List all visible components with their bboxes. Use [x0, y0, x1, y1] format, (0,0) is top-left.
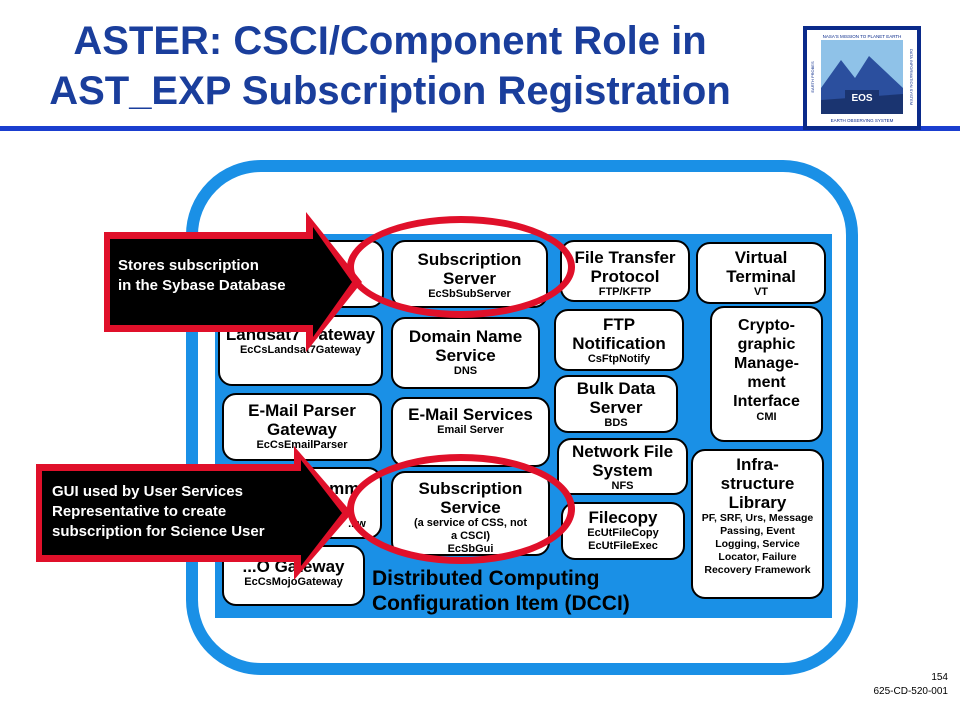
highlight-ring-subscription-service — [347, 454, 575, 564]
logo-top-text: NASA'S MISSION TO PLANET EARTH — [823, 34, 902, 39]
page-number: 154 — [931, 672, 948, 683]
callout-bottom-line1: GUI used by User Services — [52, 483, 243, 500]
logo-left-text: EARTH PROBES — [810, 61, 815, 93]
component-cryptographic-management-interface: Crypto-graphic Manage-ment Interface CMI — [710, 306, 823, 442]
component-ftp-notification: FTP Notification CsFtpNotify — [554, 309, 684, 371]
callout-bottom-line3: subscription for Science User — [52, 523, 265, 540]
component-domain-name-service: Domain Name Service DNS — [391, 317, 540, 389]
callout-arrow-shape — [104, 212, 362, 352]
component-email-parser-gateway: E-Mail Parser Gateway EcCsEmailParser — [222, 393, 382, 461]
callout-bottom-line2: Representative to create — [52, 503, 227, 520]
highlight-ring-subscription-server — [347, 216, 575, 318]
callout-arrow-shape-2 — [36, 446, 352, 580]
component-file-transfer-protocol: File Transfer Protocol FTP/KFTP — [560, 240, 690, 302]
page-title-line1: ASTER: CSCI/Component Role in — [73, 19, 707, 63]
document-number: 625-CD-520-001 — [873, 686, 949, 697]
callout-stores-subscription: Stores subscription in the Sybase Databa… — [100, 208, 364, 356]
component-network-file-system: Network File System NFS — [557, 438, 688, 495]
component-filecopy: Filecopy EcUtFileCopy EcUtFileExec — [561, 502, 685, 560]
dcci-label: Distributed Computing Configuration Item… — [372, 567, 630, 615]
callout-gui-user-services: GUI used by User Services Representative… — [32, 442, 354, 584]
callout-top-line2: in the Sybase Database — [118, 277, 286, 294]
callout-top-line1: Stores subscription — [118, 257, 259, 274]
component-bulk-data-server: Bulk Data Server BDS — [554, 375, 678, 433]
page-title-line2: AST_EXP Subscription Registration — [49, 69, 731, 113]
logo-right-text: DATA INFORMATION SYSTEM — [909, 49, 914, 105]
title-rule — [0, 126, 960, 131]
component-infrastructure-library: Infra-structure Library PF, SRF, Urs, Me… — [691, 449, 824, 599]
logo-bottom-text: EARTH OBSERVING SYSTEM — [831, 118, 894, 123]
eos-logo: NASA'S MISSION TO PLANET EARTH EOS EARTH… — [803, 26, 921, 130]
logo-badge: EOS — [851, 93, 872, 104]
component-virtual-terminal: Virtual Terminal VT — [696, 242, 826, 304]
